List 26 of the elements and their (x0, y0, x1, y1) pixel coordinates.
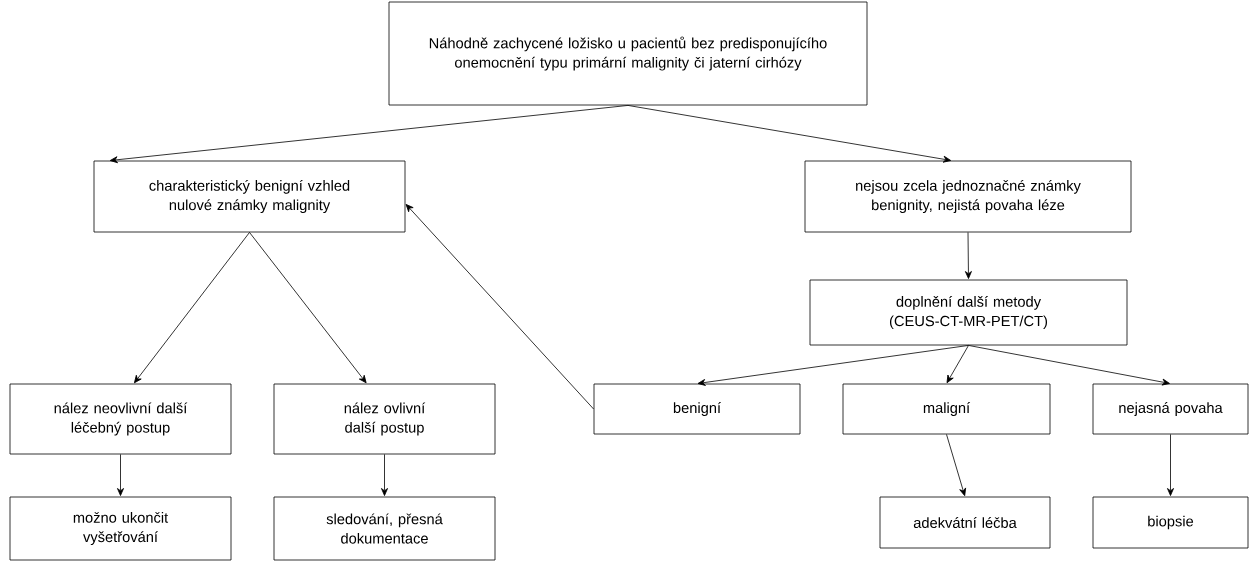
arrow (1167, 434, 1174, 496)
arrow (964, 232, 972, 279)
arrow (627, 105, 952, 163)
arrow (946, 345, 969, 384)
process-box: biopsie (1092, 496, 1249, 549)
arrow (697, 345, 969, 386)
process-box: nález ovlivní další postup (273, 383, 496, 455)
process-box: adekvátní léčba (879, 496, 1051, 549)
arrow (405, 204, 594, 410)
arrow (968, 345, 1170, 386)
arrow (117, 454, 124, 496)
process-box: možno ukončit vyšetřování (9, 496, 232, 561)
process-box: maligní (842, 383, 1051, 435)
arrow (249, 232, 367, 384)
process-box: Náhodně zachycené ložisko u pacientů bez predisponujícího onemocnění typu primární malignity či jaterní cirhózy (388, 1, 868, 106)
arrow (134, 232, 250, 384)
arrow (109, 105, 629, 164)
process-box: sledování, přesná dokumentace (273, 496, 496, 561)
process-box: benigní (593, 383, 801, 435)
process-box: charakteristický benigní vzhled nulové známky malignity (93, 160, 406, 233)
process-box: nejasná povaha (1092, 383, 1249, 435)
arrow (946, 434, 967, 497)
arrow (381, 454, 388, 496)
process-box: doplnění další metody (CEUS-CT-MR-PET/CT) (809, 279, 1128, 346)
process-box: nález neovlivní další léčebný postup (9, 383, 232, 455)
process-box: nejsou zcela jednoznačné známky benignity, nejistá povaha léze (804, 160, 1132, 233)
